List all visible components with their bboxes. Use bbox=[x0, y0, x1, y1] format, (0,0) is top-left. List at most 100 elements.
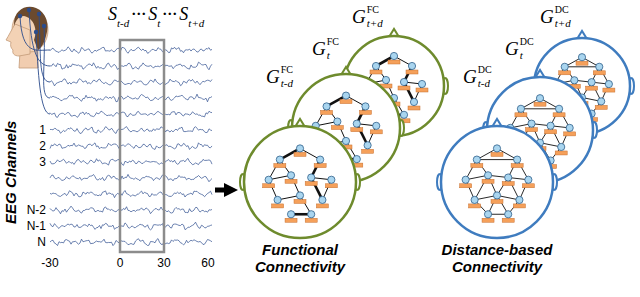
graph-vertex bbox=[547, 157, 554, 164]
graph-label: G bbox=[540, 6, 554, 28]
feature-bar bbox=[595, 105, 607, 109]
feature-bar bbox=[553, 113, 565, 117]
graph-vertex bbox=[484, 211, 491, 218]
graph-vertex bbox=[328, 176, 335, 183]
graph-edge bbox=[532, 143, 540, 161]
feature-bar bbox=[294, 152, 306, 156]
eeg-trace bbox=[50, 158, 212, 165]
eeg-trace bbox=[50, 174, 212, 181]
graph-label: t bbox=[520, 49, 523, 61]
feature-bar bbox=[406, 70, 418, 74]
graph-edge bbox=[510, 128, 518, 147]
eeg-trace bbox=[50, 239, 212, 246]
graph-vertex bbox=[308, 174, 315, 181]
graph-vertex bbox=[578, 54, 585, 61]
feature-bar bbox=[460, 184, 472, 188]
graph-vertex bbox=[528, 120, 535, 127]
feature-bar bbox=[362, 149, 374, 153]
feature-bar bbox=[331, 163, 343, 167]
graph-vertex bbox=[588, 110, 595, 117]
graph-vertex bbox=[353, 156, 360, 163]
feature-bar bbox=[314, 164, 326, 168]
graph-vertex bbox=[517, 105, 524, 112]
graph-label: G bbox=[352, 6, 366, 28]
feature-bar bbox=[325, 184, 337, 188]
feature-bar bbox=[549, 88, 561, 92]
graph-vertex bbox=[505, 174, 512, 181]
graph-vertex bbox=[571, 77, 578, 84]
axis-title: EEG Channels bbox=[4, 120, 21, 223]
feature-bar bbox=[534, 147, 546, 151]
subscript: t+d bbox=[188, 17, 204, 29]
graph-vertex bbox=[418, 80, 425, 87]
view-title: Functional Connectivity bbox=[244, 241, 356, 276]
graph-vertex bbox=[462, 176, 469, 183]
feature-bar bbox=[340, 145, 352, 149]
graph-label: G bbox=[312, 38, 326, 60]
graph-label: FC bbox=[281, 64, 293, 75]
subscript: t bbox=[157, 17, 160, 29]
time-tick: 30 bbox=[157, 256, 170, 270]
graph-edge bbox=[532, 160, 551, 161]
feature-bar bbox=[388, 60, 400, 64]
head-outline bbox=[292, 74, 400, 182]
graph-vertex bbox=[578, 94, 585, 101]
feature-bar bbox=[471, 164, 483, 168]
graph-edge bbox=[565, 66, 600, 67]
signal-symbol: S bbox=[108, 4, 117, 25]
graph-label: DC bbox=[478, 64, 492, 75]
subscript: t-d bbox=[117, 17, 129, 29]
feature-bar bbox=[416, 88, 428, 92]
graph-vertex bbox=[547, 122, 554, 129]
graph-label: DC bbox=[555, 4, 569, 15]
signal-symbol: S bbox=[148, 4, 157, 25]
feature-bar bbox=[368, 106, 380, 110]
feature-bar bbox=[568, 118, 580, 122]
graph-vertex bbox=[362, 103, 369, 110]
feature-bar bbox=[482, 218, 494, 222]
feature-bar bbox=[398, 119, 410, 123]
feature-bar bbox=[408, 106, 420, 110]
feature-bar bbox=[593, 71, 605, 75]
connectors bbox=[215, 190, 226, 191]
feature-bar bbox=[515, 113, 527, 117]
channel-number: 1 bbox=[39, 123, 46, 137]
feature-bar bbox=[545, 130, 557, 134]
feature-bar bbox=[545, 165, 557, 169]
graph-vertex bbox=[552, 80, 559, 87]
channel-number: N-1 bbox=[27, 219, 46, 233]
eeg-trace bbox=[50, 206, 212, 214]
feature-bar bbox=[526, 128, 538, 132]
electrode-wire bbox=[36, 32, 50, 114]
ellipsis: ··· bbox=[131, 6, 146, 23]
head-outline bbox=[534, 38, 630, 134]
feature-bar bbox=[274, 164, 286, 168]
feature-bar bbox=[555, 151, 567, 155]
graph-vertex bbox=[571, 110, 578, 117]
graph-vertex bbox=[370, 98, 377, 105]
feature-bar bbox=[310, 130, 322, 134]
feature-bar bbox=[576, 102, 588, 106]
feature-bar bbox=[318, 149, 330, 153]
graph-vertex bbox=[321, 142, 328, 149]
graph-label: FC bbox=[367, 4, 379, 15]
flow-arrow bbox=[215, 188, 226, 193]
graph-vertex bbox=[276, 156, 283, 163]
graph-vertex bbox=[364, 142, 371, 149]
graph-edge bbox=[519, 143, 540, 147]
graph-vertex bbox=[559, 98, 566, 105]
head-outline bbox=[441, 126, 553, 238]
feature-bar bbox=[469, 204, 481, 208]
graph-edge bbox=[316, 126, 325, 145]
feature-bar bbox=[534, 102, 546, 106]
graph-label: DC bbox=[520, 36, 534, 47]
graph-vertex bbox=[400, 78, 407, 85]
feature-bar bbox=[272, 204, 284, 208]
feature-bar bbox=[557, 105, 569, 109]
graph-vertex bbox=[312, 122, 319, 129]
graph-vertex bbox=[516, 196, 523, 203]
feature-bar bbox=[603, 88, 615, 92]
graph-vertex bbox=[319, 196, 326, 203]
graph-vertex bbox=[323, 103, 330, 110]
graph-label: FC bbox=[327, 36, 339, 47]
